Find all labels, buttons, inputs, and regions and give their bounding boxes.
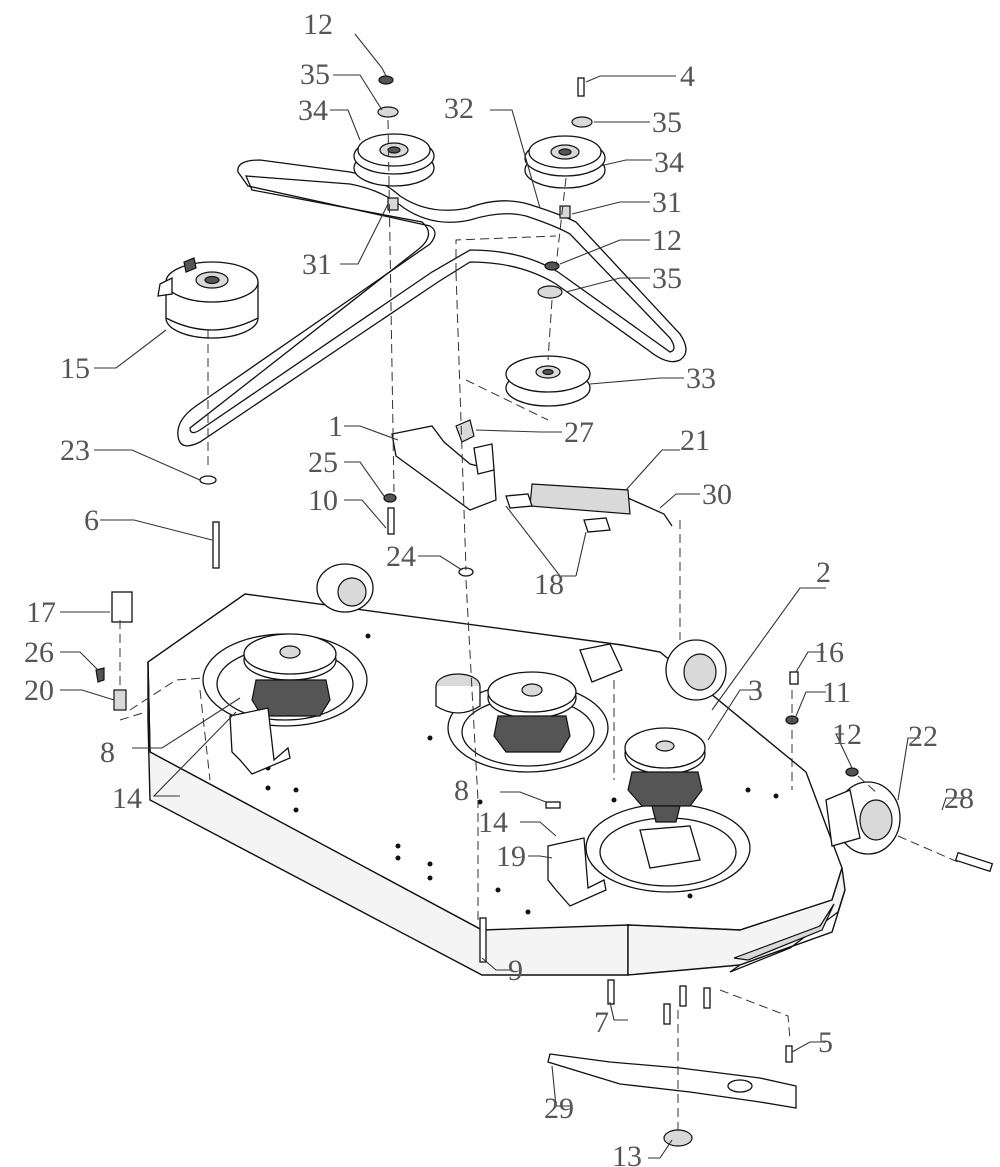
callout-7: 7: [594, 1006, 609, 1039]
hardware-parts: [95, 75, 994, 1147]
callout-17: 17: [26, 596, 56, 629]
alignment-lines: [119, 119, 959, 1130]
callout-19: 19: [496, 840, 526, 873]
callout-18: 18: [534, 568, 564, 601]
callout-33: 33: [686, 362, 716, 395]
callout-labels: 12 35 34 4 35 32 34 31 12 31 35 15 33 1 …: [24, 8, 974, 1167]
drive-belt: [177, 159, 687, 447]
callout-6: 6: [84, 504, 99, 537]
callout-34-right: 34: [654, 146, 684, 179]
deck-hanger-bracket-right: [547, 837, 607, 907]
callout-22: 22: [908, 720, 938, 753]
left-spindle-pulley: [243, 633, 337, 717]
rear-right-wheel: [665, 639, 727, 701]
callout-25: 25: [308, 446, 338, 479]
callout-35-mid: 35: [652, 262, 682, 295]
tension-spring-21: [529, 483, 673, 527]
wear-pads-18: [505, 493, 611, 533]
callout-3: 3: [748, 674, 763, 707]
callout-21: 21: [680, 424, 710, 457]
deck-hanger-bracket-left: [229, 707, 291, 775]
leader-lines: [60, 33, 966, 1159]
idler-arm-bracket-1: [391, 425, 497, 511]
callout-31-right: 31: [652, 186, 682, 219]
callout-12-top: 12: [303, 8, 333, 41]
callout-1: 1: [328, 410, 343, 443]
callout-28: 28: [944, 782, 974, 815]
callout-8-left: 8: [100, 736, 115, 769]
idler-stud-on-deck: [435, 673, 481, 714]
callout-12-mid: 12: [652, 224, 682, 257]
electric-pto-clutch-15: [157, 257, 259, 339]
callout-14-center: 14: [478, 806, 508, 839]
callout-27: 27: [564, 416, 594, 449]
callout-34-left: 34: [298, 94, 328, 127]
callout-8-center: 8: [454, 774, 469, 807]
callout-31-left: 31: [302, 248, 332, 281]
callout-24: 24: [386, 540, 416, 573]
callout-13: 13: [612, 1140, 642, 1167]
callout-35-top-right: 35: [652, 106, 682, 139]
callout-11: 11: [822, 676, 851, 709]
callout-2: 2: [816, 556, 831, 589]
callout-10: 10: [308, 484, 338, 517]
callout-29: 29: [544, 1092, 574, 1125]
callout-12-lower: 12: [832, 718, 862, 751]
idler-pulley-right-34: [524, 135, 606, 189]
callout-5: 5: [818, 1026, 833, 1059]
right-spindle-well: [585, 803, 751, 893]
callout-16: 16: [814, 636, 844, 669]
flat-idler-pulley-33: [505, 355, 591, 407]
callout-32: 32: [444, 92, 474, 125]
deck-holes: [265, 633, 779, 915]
callout-9: 9: [508, 954, 523, 987]
center-spindle-pulley: [487, 671, 577, 753]
callout-26: 26: [24, 636, 54, 669]
deck-bracket-right: [579, 643, 623, 683]
callout-15: 15: [60, 352, 90, 385]
callout-35-top-left: 35: [300, 58, 330, 91]
mower-blade-29: [547, 1053, 797, 1109]
callout-20: 20: [24, 674, 54, 707]
callout-30: 30: [702, 478, 732, 511]
front-right-wheel: [825, 781, 901, 855]
spindle-assembly-3: [624, 727, 706, 823]
rear-left-wheel: [316, 563, 374, 613]
idler-pulley-left-34: [353, 133, 435, 187]
callout-14-left: 14: [112, 782, 142, 815]
callout-4: 4: [680, 60, 695, 93]
callout-23: 23: [60, 434, 90, 467]
